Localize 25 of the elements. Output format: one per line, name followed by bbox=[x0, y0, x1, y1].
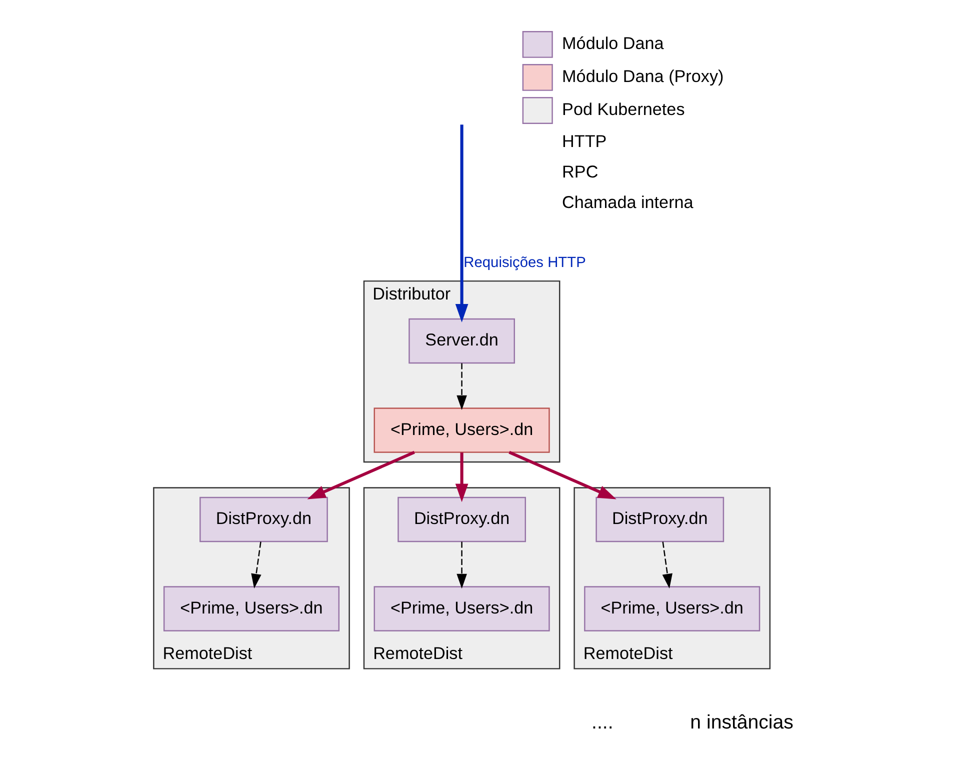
arrow bbox=[662, 542, 672, 589]
arrow bbox=[455, 124, 468, 322]
node-box: DistProxy.dn bbox=[398, 496, 526, 542]
label: n instâncias bbox=[690, 711, 794, 734]
legend-label: Módulo Dana bbox=[562, 34, 664, 53]
legend-label: Pod Kubernetes bbox=[562, 100, 685, 120]
legend-label: HTTP bbox=[562, 132, 607, 151]
node-box: DistProxy.dn bbox=[596, 496, 724, 542]
legend-label: RPC bbox=[562, 162, 598, 182]
arrow bbox=[456, 363, 467, 410]
node-box: DistProxy.dn bbox=[200, 496, 328, 542]
legend-label: Chamada interna bbox=[562, 192, 694, 212]
edge-label: Requisições HTTP bbox=[464, 255, 586, 272]
node-box: Server.dn bbox=[408, 318, 515, 364]
node-box: <Prime, Users>.dn bbox=[163, 586, 340, 632]
arrow bbox=[455, 452, 468, 502]
arrow bbox=[508, 450, 616, 500]
arrow bbox=[456, 542, 467, 589]
node-box: <Prime, Users>.dn bbox=[374, 408, 550, 453]
arrow bbox=[307, 450, 415, 500]
label: .... bbox=[592, 711, 614, 734]
arrow bbox=[251, 542, 262, 589]
node-box: <Prime, Users>.dn bbox=[584, 586, 760, 632]
legend-label: Módulo Dana (Proxy) bbox=[562, 67, 724, 86]
node-box: <Prime, Users>.dn bbox=[374, 586, 550, 632]
